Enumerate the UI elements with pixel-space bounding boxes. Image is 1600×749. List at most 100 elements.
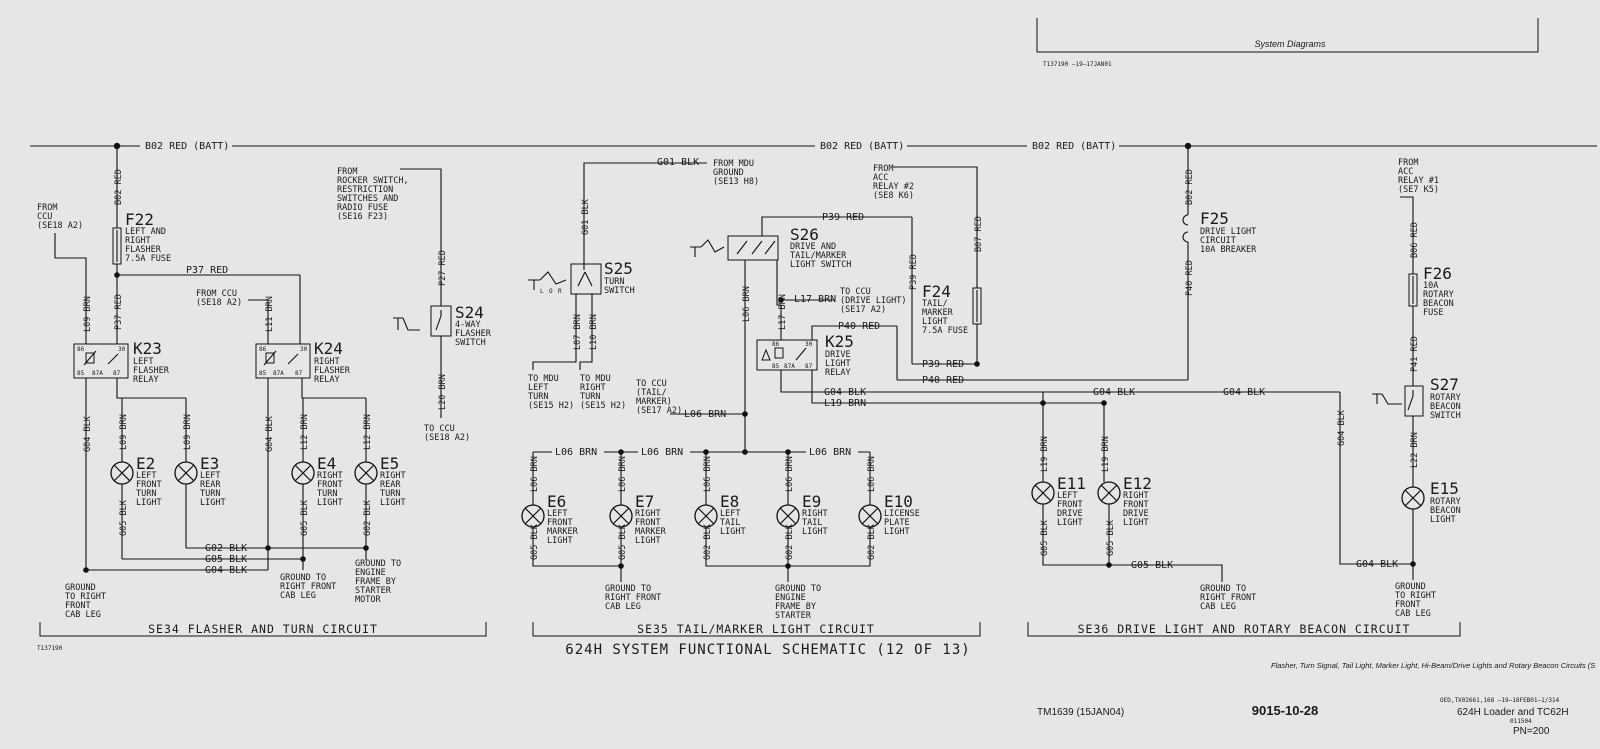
wire-label-p40-k25: P40 RED [838,321,880,332]
wire-label-g02-bus: G02 BLK [205,543,247,554]
wire-label-g02-e10: G02 BLK [867,523,877,560]
lamp-e12 [1097,481,1121,505]
e9-desc-3: LIGHT [802,527,828,537]
gnd-e15-2: TO RIGHT [1395,591,1436,601]
e2-desc-4: LIGHT [136,498,162,508]
relay-k23: 86 30 85 87A 87 K23 LEFT FLASHER RELAY [73,339,170,385]
k23-desc-1: LEFT [133,357,153,367]
gnd-starter-2: ENGINE [775,593,806,603]
k23-desc-2: FLASHER [133,366,170,376]
lamp-e4 [291,461,315,485]
e4-desc-2: FRONT [317,480,343,490]
wire-label-l10: L10 BRN [589,314,599,350]
e3-desc-1: LEFT [200,471,220,481]
e3-desc-4: LIGHT [200,498,226,508]
wire-label-g04-k24: G04 BLK [265,415,275,452]
lamp-e15 [1401,486,1425,510]
note-from-ccu-3: (SE18 A2) [37,221,83,231]
e10-desc-2: PLATE [884,518,910,528]
s24-id: S24 [455,303,484,322]
wire-label-g04-vert: G04 BLK [1337,409,1347,446]
note-from-ccu-2: CCU [37,212,52,222]
note-to-ccu-tail-3: MARKER) [636,397,672,407]
e8-id: E8 [720,492,739,511]
wire-label-l19-e12: L19 BRN [1101,436,1111,472]
fuse-f22: F22 LEFT AND RIGHT FLASHER 7.5A FUSE [112,210,171,265]
s27-desc-2: BEACON [1430,402,1461,412]
s26-desc-2: TAIL/MARKER [790,251,847,261]
f24-id: F24 [922,282,951,301]
gnd-e11e12-2: RIGHT FRONT [1200,593,1256,603]
note-from-ccu-k24-1: FROM CCU [196,289,237,299]
f26-desc-1: 10A [1423,281,1438,291]
wire-label-g01-vert: G01 BLK [581,198,591,235]
e4-desc-1: RIGHT [317,471,343,481]
k23-pin-87a: 87A [92,370,103,377]
s27-desc-1: ROTARY [1430,393,1461,403]
e7-id: E7 [635,492,654,511]
wire-label-b02-batt-3: B02 RED (BATT) [1032,141,1116,152]
gnd-starter-motor-1: GROUND TO [355,559,401,569]
e9-desc-2: TAIL [802,518,822,528]
footer-page-number: 9015-10-28 [1252,703,1319,718]
wire-label-l17: L17 BRN [778,294,788,330]
wire-label-g05-se36: G05 BLK [1131,560,1173,571]
wire-label-p40-long: P40 RED [922,375,964,386]
gnd-k23-4: CAB LEG [65,610,101,620]
wire-label-l22: L22 BRN [1410,432,1420,468]
e6-desc-1: LEFT [547,509,567,519]
wire-label-p37-b: P37 RED [186,265,228,276]
wire-label-l06-bus-1: L06 BRN [555,447,597,458]
gnd-e15-4: CAB LEG [1395,609,1431,619]
note-from-acc2-1: FROM [873,164,893,174]
gnd-starter-motor-5: MOTOR [355,595,381,605]
wire-label-g02-e5: G02 BLK [363,499,373,536]
note-to-ccu-drive-2: (DRIVE LIGHT) [840,296,907,306]
note-from-ccu-1: FROM [37,203,57,213]
gnd-starter-1: GROUND TO [775,584,821,594]
page-footer: OED,TX02661,168 –19–18FEB01–1/314 TM1639… [1037,697,1569,737]
gnd-e15-3: FRONT [1395,600,1421,610]
f26-desc-3: BEACON [1423,299,1454,309]
wire-label-l06-e8: L06 BRN [703,456,713,492]
note-from-acc1-3: RELAY #1 [1398,176,1439,186]
gnd-k23-2: TO RIGHT [65,592,106,602]
note-from-acc2-4: (SE8 K6) [873,191,914,201]
wire-label-l06-bus-2: L06 BRN [641,447,683,458]
note-to-mdu-right-3: TURN [580,392,600,402]
note-to-ccu-tail-1: TO CCU [636,379,667,389]
lamp-e7 [609,504,633,528]
note-to-ccu-tail-2: (TAIL/ [636,388,667,398]
fuse-f24: F24 TAIL/ MARKER LIGHT 7.5A FUSE [922,282,982,336]
wire-label-p39-vert: P39 RED [909,254,919,290]
breaker-f25: F25 DRIVE LIGHT CIRCUIT 10A BREAKER [1182,209,1257,255]
wire-label-g01: G01 BLK [657,157,699,168]
f25-id: F25 [1200,209,1229,228]
note-from-rocker-3: RESTRICTION [337,185,393,195]
e12-desc-1: RIGHT [1123,491,1149,501]
e10-desc-1: LICENSE [884,509,920,519]
k25-id: K25 [825,332,854,351]
gnd-e15-1: GROUND [1395,582,1426,592]
switch-s26: S26 DRIVE AND TAIL/MARKER LIGHT SWITCH [690,225,851,270]
wire-label-l06-e10: L06 BRN [867,456,877,492]
note-to-ccu-tail-4: (SE17 A2) [636,406,682,416]
gnd-starter-motor-3: FRAME BY [355,577,396,587]
k23-desc-3: RELAY [133,375,159,385]
gnd-e6e7-2: RIGHT FRONT [605,593,661,603]
note-to-mdu-right-1: TO MDU [580,374,611,384]
section-bars: SE34 FLASHER AND TURN CIRCUIT SE35 TAIL/… [39,622,1461,637]
note-from-acc2-2: ACC [873,173,888,183]
k24-id: K24 [314,339,343,358]
wire-label-l09-a: L09 BRN [83,296,93,332]
e2-desc-1: LEFT [136,471,156,481]
f25-desc-1: DRIVE LIGHT [1200,227,1256,237]
note-to-ccu-drive-3: (SE17 A2) [840,305,886,315]
k25-pin-30: 30 [805,341,813,348]
e6-desc-4: LIGHT [547,536,573,546]
e3-desc-3: TURN [200,489,220,499]
wire-label-l12-b: L12 BRN [363,414,373,450]
f22-desc-3: FLASHER [125,245,162,255]
fuse-f26: F26 10A ROTARY BEACON FUSE [1408,264,1454,318]
wire-label-p41: P41 RED [1410,336,1420,372]
